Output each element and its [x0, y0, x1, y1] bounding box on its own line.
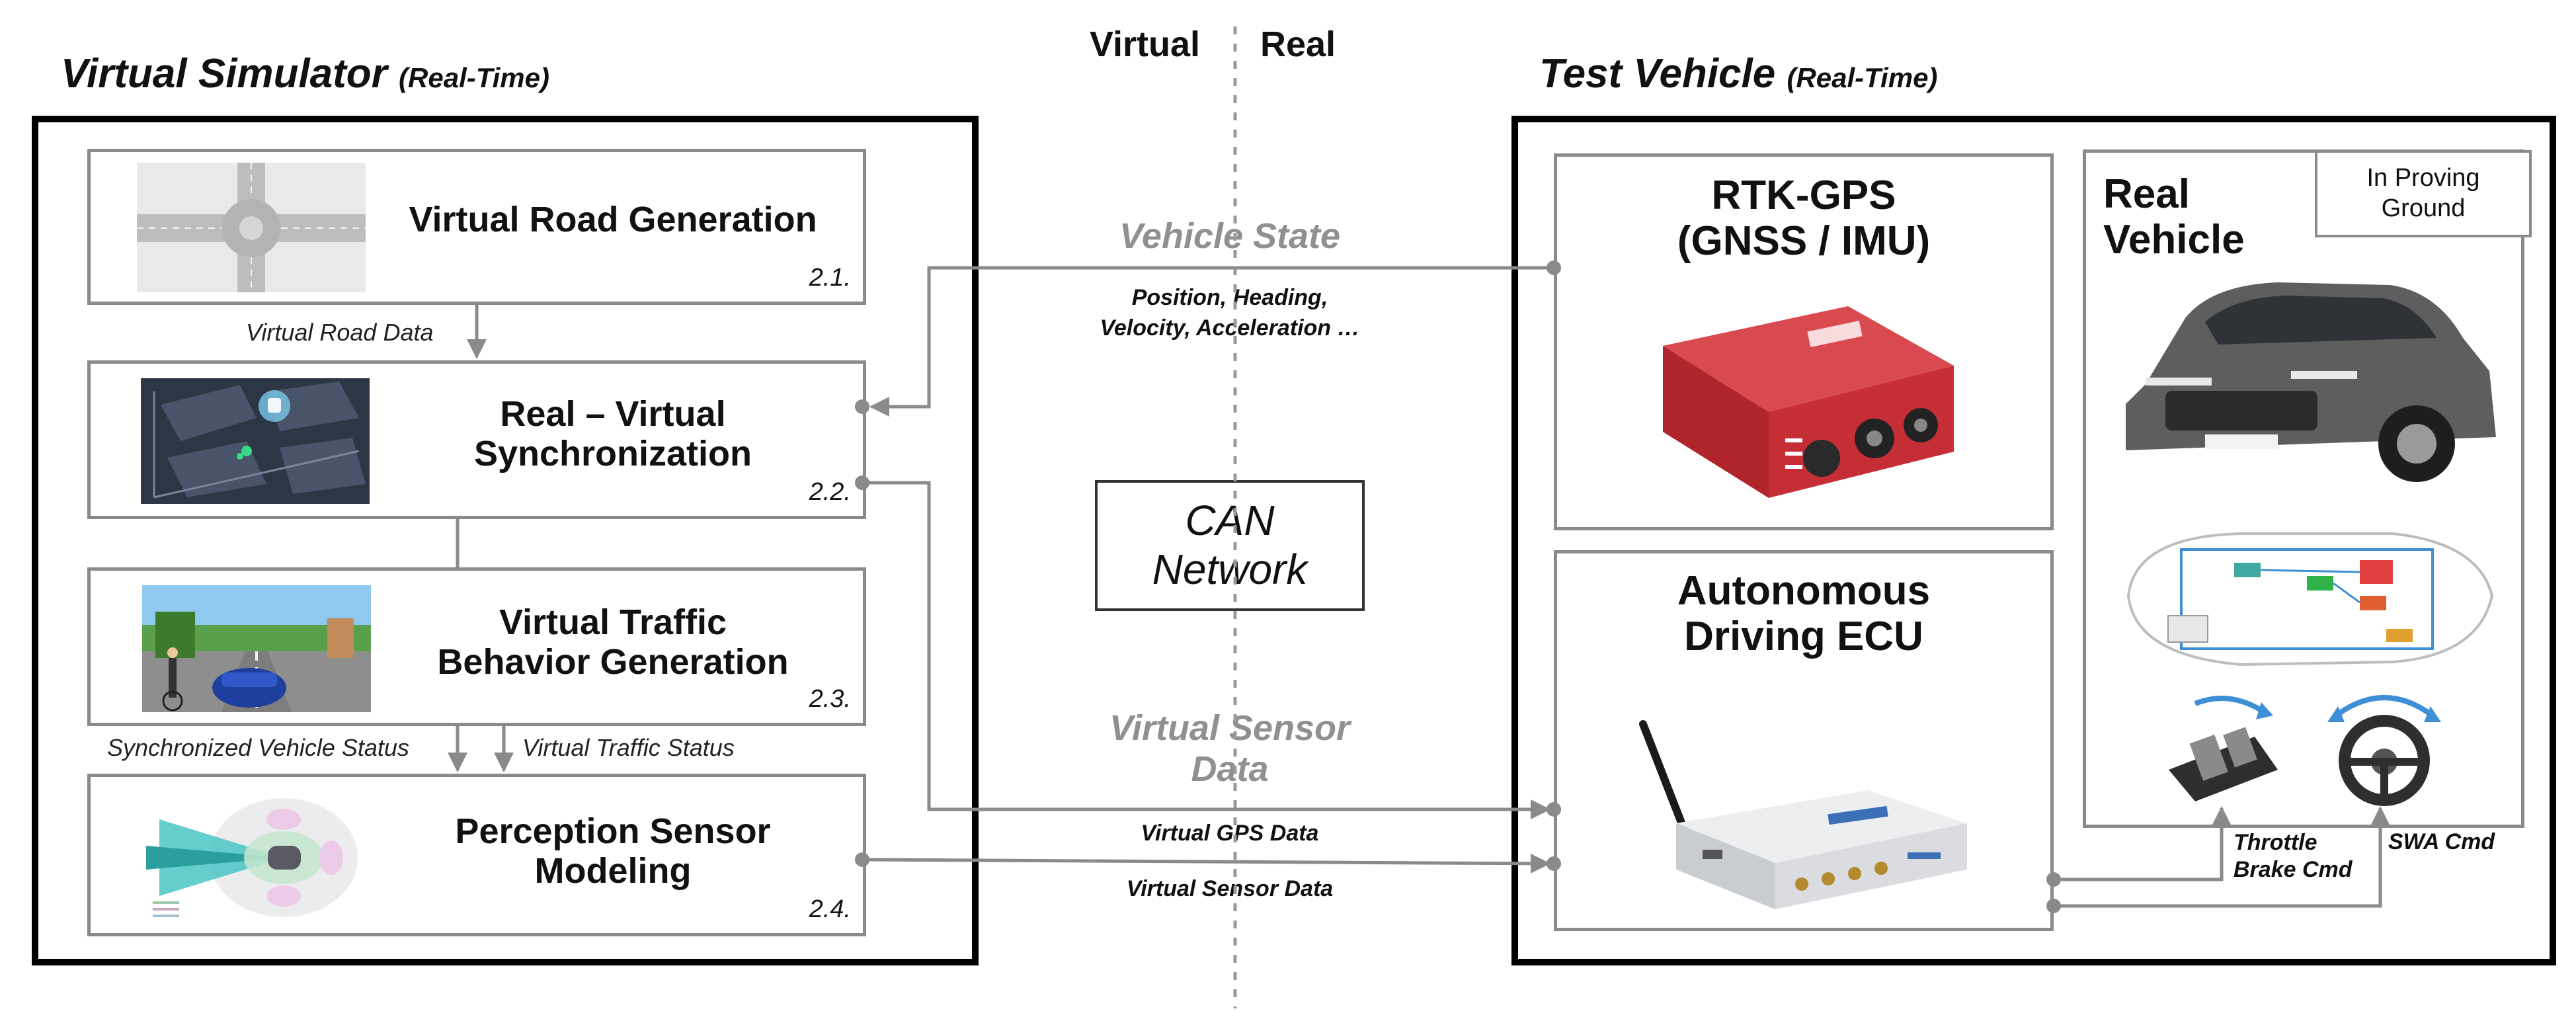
section-number-2-1: 2.1.	[809, 264, 851, 292]
rtk-title-line2: (GNSS / IMU)	[1677, 218, 1931, 265]
test-vehicle-subtitle: (Real-Time)	[1787, 62, 1938, 93]
vehicle-state-connector	[869, 266, 1554, 417]
virtual-road-generation-title: Virtual Road Generation	[409, 200, 817, 239]
vehicle-state-target-dot	[855, 399, 869, 414]
virtual-gps-data-label: Virtual GPS Data	[1141, 821, 1319, 846]
map-sync-icon	[141, 378, 370, 504]
perception-title-line2: Modeling	[534, 851, 692, 891]
vehicle-state-detail-line2: Velocity, Acceleration …	[1100, 315, 1360, 341]
virtual-sensor-heading-line2: Data	[1191, 749, 1269, 790]
traffic-title-line1: Virtual Traffic	[499, 602, 727, 642]
virtual-sensor-data-heading: Virtual Sensor Data	[1031, 708, 1428, 790]
sync-title-line2: Synchronization	[473, 434, 752, 474]
virtual-sensor-target-dot	[1547, 856, 1561, 871]
perception-sensor-modeling-title: Perception Sensor Modeling	[382, 811, 844, 891]
real-virtual-synchronization-title: Real – Virtual Synchronization	[382, 394, 844, 474]
ecu-title-line2: Driving ECU	[1684, 614, 1923, 660]
vehicle-schematic-icon	[2109, 523, 2505, 675]
rtk-gps-title: RTK-GPS (GNSS / IMU)	[1557, 173, 2050, 265]
proving-line1: In Proving	[2366, 164, 2480, 192]
swa-connector	[2054, 806, 2390, 908]
vehicle-state-heading: Vehicle State	[1119, 216, 1341, 256]
virtual-traffic-status-label: Virtual Traffic Status	[522, 734, 735, 761]
vehicle-state-origin-dot	[1547, 261, 1561, 275]
section-number-2-2: 2.2.	[809, 478, 851, 506]
rtk-title-line1: RTK-GPS	[1711, 173, 1896, 218]
synchronized-vehicle-status-label: Synchronized Vehicle Status	[107, 734, 409, 761]
rtk-gps-box: RTK-GPS (GNSS / IMU)	[1554, 153, 2054, 530]
virtual-sensor-heading-line1: Virtual Sensor	[1109, 708, 1351, 748]
virtual-sensor-data-connector	[862, 853, 1550, 874]
can-network-box: CAN Network	[1095, 480, 1365, 611]
throttle-brake-cmd-label: Throttle Brake Cmd	[2234, 829, 2353, 883]
sensor-coverage-icon	[140, 793, 368, 922]
swa-origin-dot	[2046, 899, 2061, 913]
perception-title-line1: Perception Sensor	[455, 811, 771, 851]
virtual-simulator-title: Virtual Simulator (Real-Time)	[61, 50, 549, 97]
throttle-brake-connector	[2054, 806, 2232, 881]
suv-icon	[2106, 259, 2509, 497]
throttle-origin-dot	[2046, 872, 2061, 887]
steering-wheel-icon	[2318, 688, 2450, 807]
pedal-icon	[2155, 690, 2288, 803]
ecu-title-line1: Autonomous	[1677, 568, 1931, 614]
virtual-traffic-behavior-box: Virtual Traffic Behavior Generation 2.3.	[87, 567, 866, 726]
autonomous-driving-ecu-box: Autonomous Driving ECU	[1554, 550, 2054, 931]
virtual-sensor-data-label: Virtual Sensor Data	[1126, 876, 1334, 901]
throttle-line2: Brake Cmd	[2234, 856, 2353, 882]
virtual-gps-target-dot	[1547, 802, 1561, 817]
gps-unit-icon	[1650, 286, 1967, 511]
real-vehicle-title: Real Vehicle	[2103, 171, 2245, 263]
test-vehicle-title: Test Vehicle (Real-Time)	[1539, 50, 1937, 97]
virtual-simulator-subtitle: (Real-Time)	[399, 62, 549, 93]
virtual-traffic-behavior-title: Virtual Traffic Behavior Generation	[382, 602, 844, 682]
real-side-label: Real	[1260, 24, 1336, 64]
road-intersection-icon	[137, 163, 366, 292]
real-vehicle-line1: Real	[2103, 171, 2190, 217]
swa-cmd-label: SWA Cmd	[2388, 829, 2495, 854]
real-vehicle-box: Real Vehicle In Proving Ground	[2083, 149, 2532, 828]
throttle-line1: Throttle	[2234, 830, 2317, 855]
test-vehicle-title-text: Test Vehicle	[1539, 51, 1776, 97]
proving-ground-note: In Proving Ground	[2315, 150, 2532, 237]
traffic-title-line2: Behavior Generation	[437, 642, 789, 682]
virtual-simulator-title-text: Virtual Simulator	[61, 51, 387, 97]
virtual-side-label: Virtual	[1090, 24, 1201, 64]
real-virtual-synchronization-box: Real – Virtual Synchronization 2.2.	[87, 360, 866, 519]
section-number-2-3: 2.3.	[809, 685, 851, 713]
can-line2: Network	[1152, 546, 1308, 593]
virtual-road-data-label: Virtual Road Data	[246, 319, 434, 346]
virtual-gps-origin-dot	[855, 475, 869, 490]
can-line1: CAN	[1185, 497, 1275, 545]
real-vehicle-line2: Vehicle	[2103, 217, 2245, 263]
virtual-gps-data-connector	[862, 481, 1550, 819]
traffic-scene-icon	[142, 585, 371, 712]
vehicle-state-detail: Position, Heading, Velocity, Acceleratio…	[1031, 283, 1428, 344]
virtual-road-generation-box: Virtual Road Generation 2.1.	[87, 149, 866, 305]
section-number-2-4: 2.4.	[809, 895, 851, 923]
perception-sensor-modeling-box: Perception Sensor Modeling 2.4.	[87, 774, 866, 936]
autonomous-driving-ecu-title: Autonomous Driving ECU	[1557, 568, 2050, 660]
sync-title-line1: Real – Virtual	[500, 394, 726, 434]
vehicle-state-detail-line1: Position, Heading,	[1131, 285, 1328, 310]
virtual-sensor-origin-dot	[855, 852, 869, 867]
ecu-unit-icon	[1617, 711, 1987, 916]
proving-line2: Ground	[2381, 194, 2466, 222]
